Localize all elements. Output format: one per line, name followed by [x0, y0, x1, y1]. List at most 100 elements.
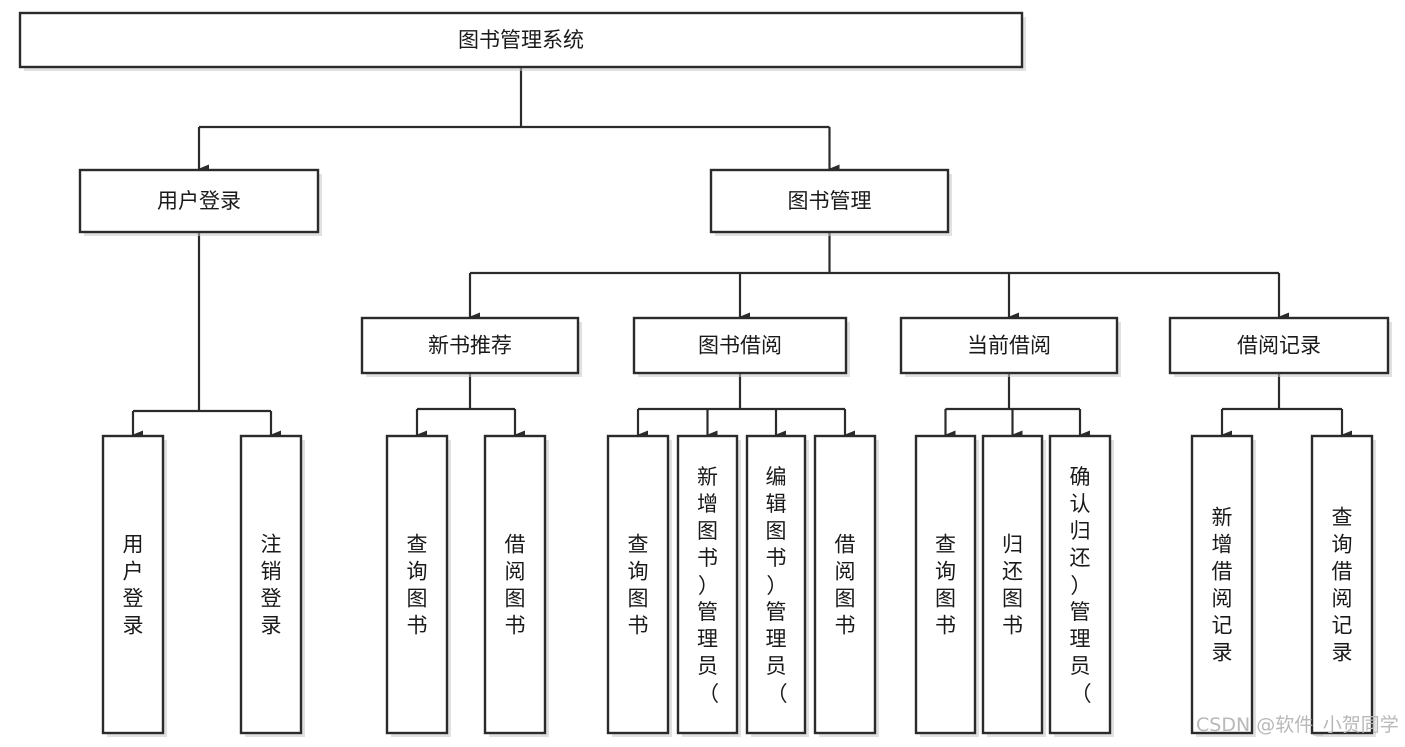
node-rect[interactable] — [239, 434, 303, 735]
node-label-char: 查 — [407, 533, 428, 557]
node-label-char: 记 — [1332, 614, 1353, 638]
node-label-char: 查 — [628, 533, 649, 557]
node-rect[interactable] — [813, 434, 877, 735]
node-rect[interactable] — [360, 316, 580, 375]
node-label-char: 书 — [505, 614, 526, 638]
node-label-char: 查 — [935, 533, 956, 557]
node-label-char: ︶ — [1068, 683, 1092, 704]
node-label-char: 用 — [123, 533, 144, 557]
node-label-char: 图 — [505, 587, 526, 611]
node-label: 用户登录 — [157, 189, 241, 213]
node-rect[interactable] — [709, 168, 950, 234]
node-label-char: 归 — [1002, 533, 1023, 557]
node-label-char: ︵ — [1068, 575, 1092, 596]
node-borrow-record[interactable]: 借阅记录 — [1168, 316, 1392, 377]
node-label-char: 阅 — [835, 560, 856, 584]
node-label-char: 户 — [123, 560, 144, 584]
node-label-char: 借 — [505, 533, 526, 557]
node-book-management[interactable]: 图书管理 — [709, 168, 952, 236]
node-rect[interactable] — [78, 168, 320, 234]
node-current-borrow[interactable]: 当前借阅 — [899, 316, 1121, 377]
node-label-char: ︶ — [696, 683, 720, 704]
node-label-char: 管 — [1070, 600, 1091, 624]
node-new-book-recommend[interactable]: 新书推荐 — [360, 316, 582, 377]
node-rect[interactable] — [899, 316, 1119, 375]
node-rect[interactable] — [1190, 434, 1254, 735]
node-label-char: 理 — [1070, 627, 1091, 651]
node-label: 借阅记录 — [1237, 334, 1321, 358]
node-rect[interactable] — [385, 434, 449, 735]
node-label: 图书借阅 — [698, 334, 782, 358]
node-label-char: 辑 — [766, 492, 787, 516]
node-rect[interactable] — [1310, 434, 1374, 735]
connector-layer — [131, 67, 1352, 440]
node-label-char: 增 — [1212, 533, 1233, 557]
node-label-char: 图 — [407, 587, 428, 611]
node-label-char: 录 — [123, 614, 144, 638]
node-label-char: 认 — [1070, 492, 1091, 516]
node-rect[interactable] — [632, 316, 848, 375]
node-label-char: 增 — [697, 492, 718, 516]
node-label-char: 阅 — [505, 560, 526, 584]
node-leaf-user-login[interactable]: 用户登录 — [101, 434, 167, 737]
node-label-char: 员 — [697, 654, 718, 678]
node-rect[interactable] — [1048, 434, 1112, 735]
node-label-char: 阅 — [1212, 587, 1233, 611]
node-label-char: 登 — [261, 587, 282, 611]
node-label-char: 录 — [1212, 641, 1233, 665]
node-label-char: 登 — [123, 587, 144, 611]
node-label-char: 借 — [1332, 560, 1353, 584]
node-label-char: 记 — [1212, 614, 1233, 638]
node-label-char: ︵ — [696, 575, 720, 596]
node-label-char: 还 — [1002, 560, 1023, 584]
node-label-char: 图 — [935, 587, 956, 611]
node-rect[interactable] — [18, 11, 1024, 69]
node-label-char: ︶ — [764, 683, 788, 704]
node-label-char: 录 — [261, 614, 282, 638]
node-label-char: 查 — [1332, 506, 1353, 530]
node-label-char: 理 — [697, 627, 718, 651]
node-label-char: 新 — [1212, 506, 1233, 530]
node-label-char: 书 — [697, 546, 718, 570]
node-label-char: 管 — [697, 600, 718, 624]
node-label: 新书推荐 — [428, 334, 512, 358]
csdn-watermark: CSDN @软件_小贺同学 — [1196, 714, 1399, 736]
node-label-char: 书 — [1002, 614, 1023, 638]
node-label-char: 图 — [628, 587, 649, 611]
node-label-char: 询 — [407, 560, 428, 584]
node-rect[interactable] — [483, 434, 547, 735]
node-rect[interactable] — [914, 434, 977, 735]
node-label-char: 询 — [628, 560, 649, 584]
node-rect[interactable] — [676, 434, 739, 735]
node-user-login[interactable]: 用户登录 — [78, 168, 322, 236]
node-layer: 图书管理系统用户登录图书管理新书推荐图书借阅当前借阅借阅记录用户登录注销登录查询… — [18, 11, 1392, 737]
node-label-char: 编 — [766, 465, 787, 489]
node-label-char: 借 — [1212, 560, 1233, 584]
node-root[interactable]: 图书管理系统 — [18, 11, 1026, 71]
node-rect[interactable] — [101, 434, 165, 735]
node-label-char: 管 — [766, 600, 787, 624]
node-rect[interactable] — [981, 434, 1044, 735]
node-rect[interactable] — [745, 434, 807, 735]
node-label-char: 图 — [766, 519, 787, 543]
node-rect[interactable] — [1168, 316, 1390, 375]
node-label-char: 书 — [835, 614, 856, 638]
node-label-char: 询 — [1332, 533, 1353, 557]
node-rect[interactable] — [606, 434, 670, 735]
node-label-char: 阅 — [1332, 587, 1353, 611]
node-book-borrow[interactable]: 图书借阅 — [632, 316, 850, 377]
node-label-char: 员 — [1070, 654, 1091, 678]
